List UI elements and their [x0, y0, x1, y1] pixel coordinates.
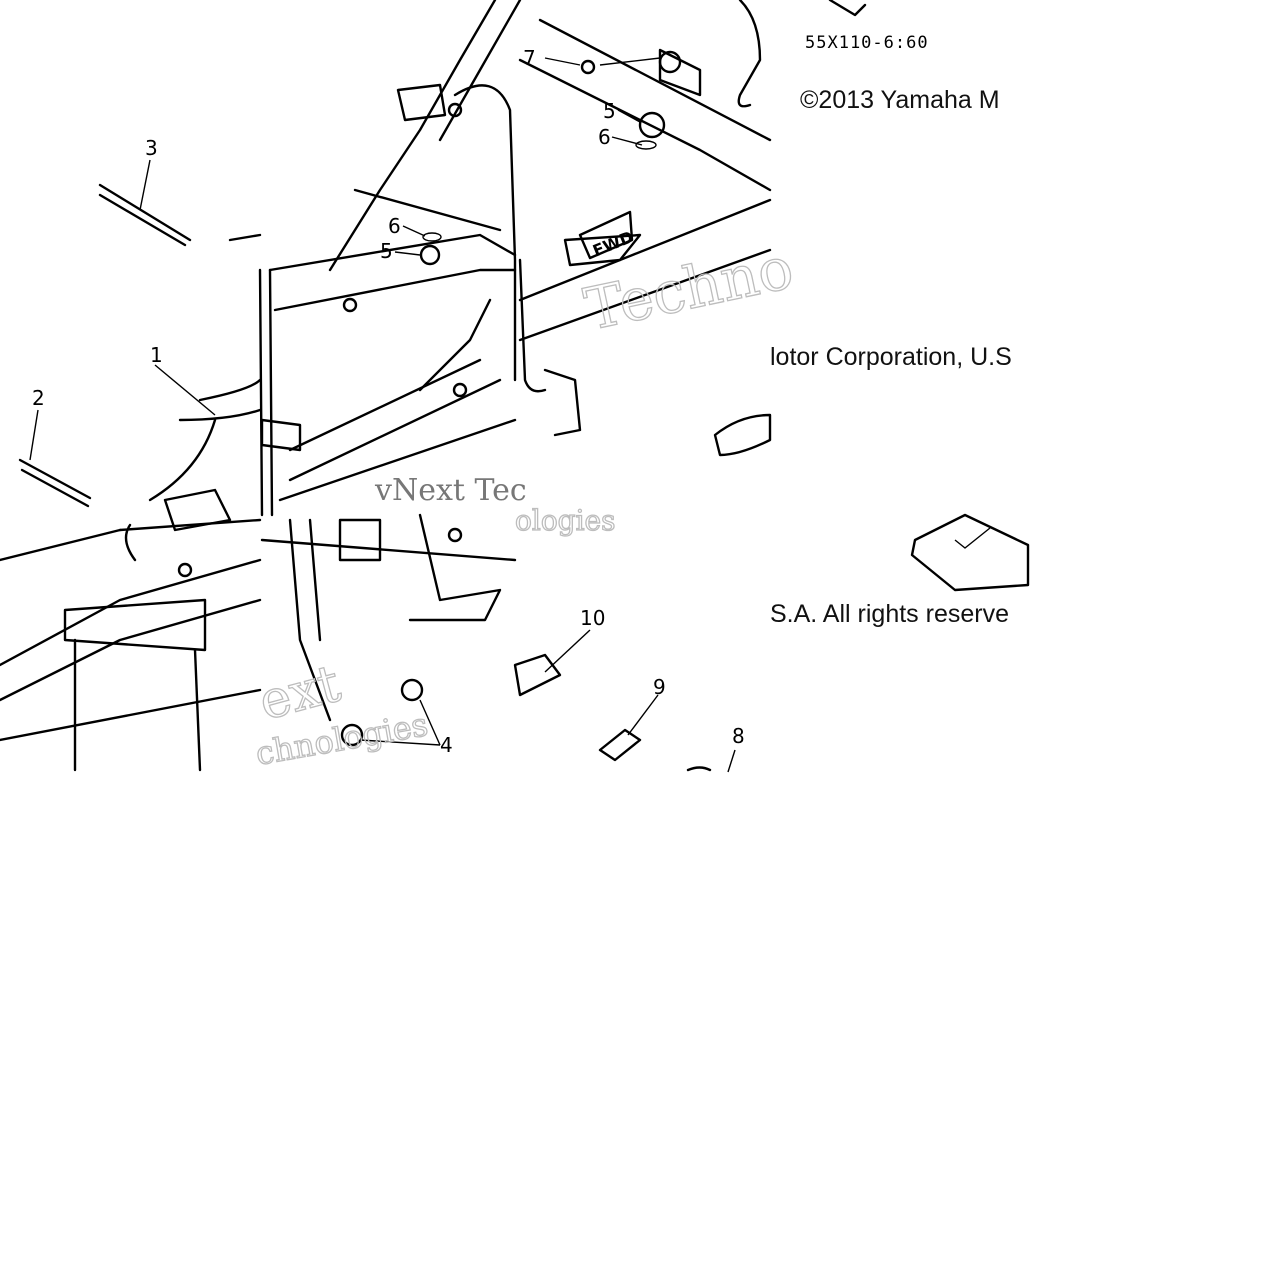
- callout-10: 10: [580, 606, 605, 630]
- callout-numbers: 1 2 3 4 5 6 5 6 7 8 9 10: [32, 46, 745, 757]
- callout-3: 3: [145, 136, 158, 160]
- callout-7: 7: [523, 46, 536, 70]
- copyright-line-2: lotor Corporation, U.S: [770, 343, 1012, 371]
- callout-5: 5: [603, 99, 616, 123]
- copyright-line-1: ©2013 Yamaha M: [800, 86, 1000, 114]
- callout-6: 6: [598, 125, 611, 149]
- callout-6b: 6: [388, 214, 401, 238]
- copyright-line-3: S.A. All rights reserve: [770, 600, 1009, 628]
- callout-8: 8: [732, 724, 745, 748]
- frame-line-art: [0, 0, 1030, 773]
- part-code: 55X110-6:60: [805, 33, 929, 53]
- watermark-ologies: ologies: [515, 504, 616, 537]
- callout-9: 9: [653, 675, 666, 699]
- callout-2: 2: [32, 386, 45, 410]
- watermark-vnext: vNext Tec: [374, 473, 527, 508]
- callout-4: 4: [440, 733, 453, 757]
- callout-5b: 5: [380, 239, 393, 263]
- callout-1: 1: [150, 343, 163, 367]
